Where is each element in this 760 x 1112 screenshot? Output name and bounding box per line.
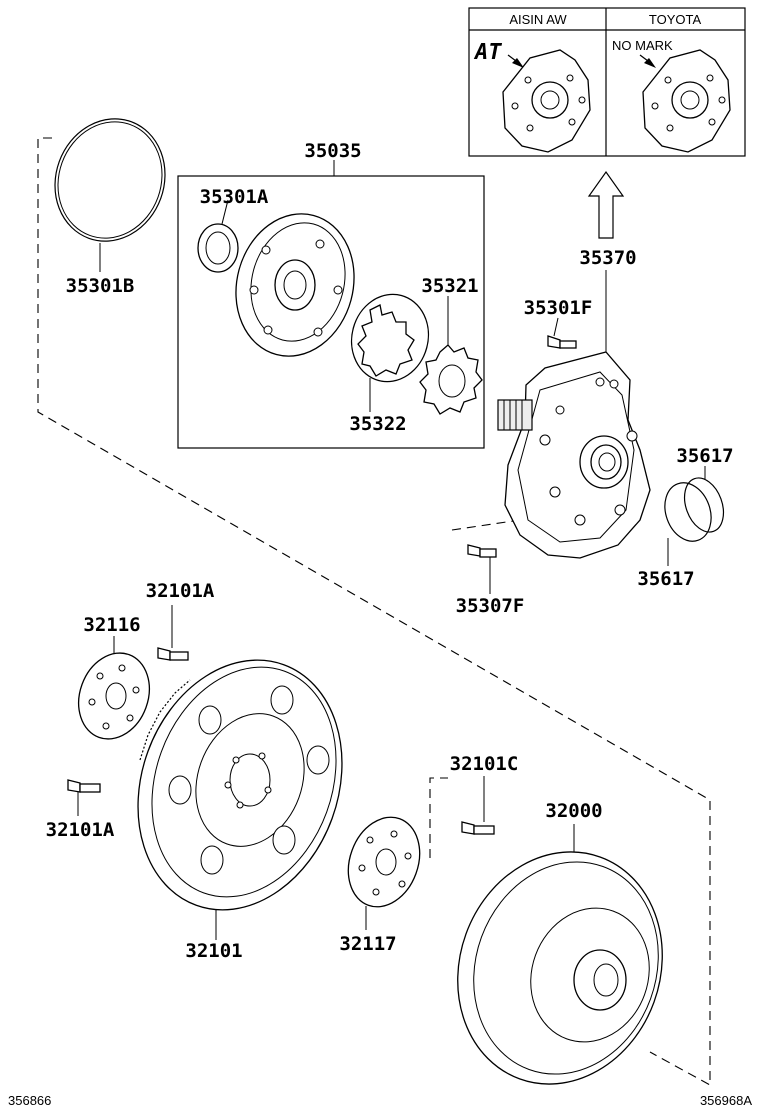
pump-body-plate [235, 213, 355, 357]
legend-box: AISIN AW TOYOTA NO MARK AT [468, 7, 746, 157]
label-35370: 35370 [579, 247, 636, 269]
label-32117: 32117 [339, 933, 396, 955]
spacer-plate-32117 [347, 816, 421, 930]
label-35617-lower: 35617 [637, 568, 694, 590]
bolt-35307F [467, 544, 497, 594]
inner-gear-35321 [419, 296, 483, 415]
label-32101A-left: 32101A [46, 819, 115, 841]
drive-plate-32101 [137, 659, 343, 940]
label-35035: 35035 [304, 140, 361, 162]
footer-code-right: 356968A [700, 1093, 752, 1108]
label-35301A: 35301A [200, 186, 269, 208]
footer-code-left: 356866 [8, 1093, 51, 1108]
legend-aisin-header: AISIN AW [509, 12, 567, 27]
label-32101A-top: 32101A [146, 580, 215, 602]
torque-converter-32000 [457, 824, 663, 1085]
legend-toyota-header: TOYOTA [649, 12, 702, 27]
bolt-32101A-left [67, 779, 101, 816]
label-32116: 32116 [83, 614, 140, 636]
aisin-pump-thumbnail [502, 49, 591, 153]
oil-seal-35301A [197, 199, 239, 273]
bolt-32101A-top [157, 605, 189, 661]
label-32000: 32000 [545, 800, 602, 822]
seal-rings-35617 [664, 466, 725, 566]
label-32101C: 32101C [450, 753, 519, 775]
assembly-dashed-lines [37, 137, 711, 1086]
label-35301B: 35301B [66, 275, 135, 297]
up-arrow-icon [587, 170, 625, 239]
label-35301F: 35301F [524, 297, 593, 319]
outer-gear-35322 [350, 293, 430, 412]
spacer-plate-32116 [78, 636, 150, 740]
bolt-35301F [547, 317, 577, 349]
o-ring-35301B [54, 118, 166, 242]
label-35321: 35321 [421, 275, 478, 297]
bolt-32101C [461, 776, 495, 835]
oil-pump-body-35370 [497, 270, 651, 559]
label-35307F: 35307F [456, 595, 525, 617]
legend-no-mark-text: NO MARK [612, 38, 673, 53]
label-35322: 35322 [349, 413, 406, 435]
toyota-pump-thumbnail [642, 49, 731, 153]
label-35617-upper: 35617 [676, 445, 733, 467]
pump-kit-box [177, 175, 485, 449]
aisin-at-logo: AT [473, 40, 502, 65]
label-32101: 32101 [185, 940, 242, 962]
